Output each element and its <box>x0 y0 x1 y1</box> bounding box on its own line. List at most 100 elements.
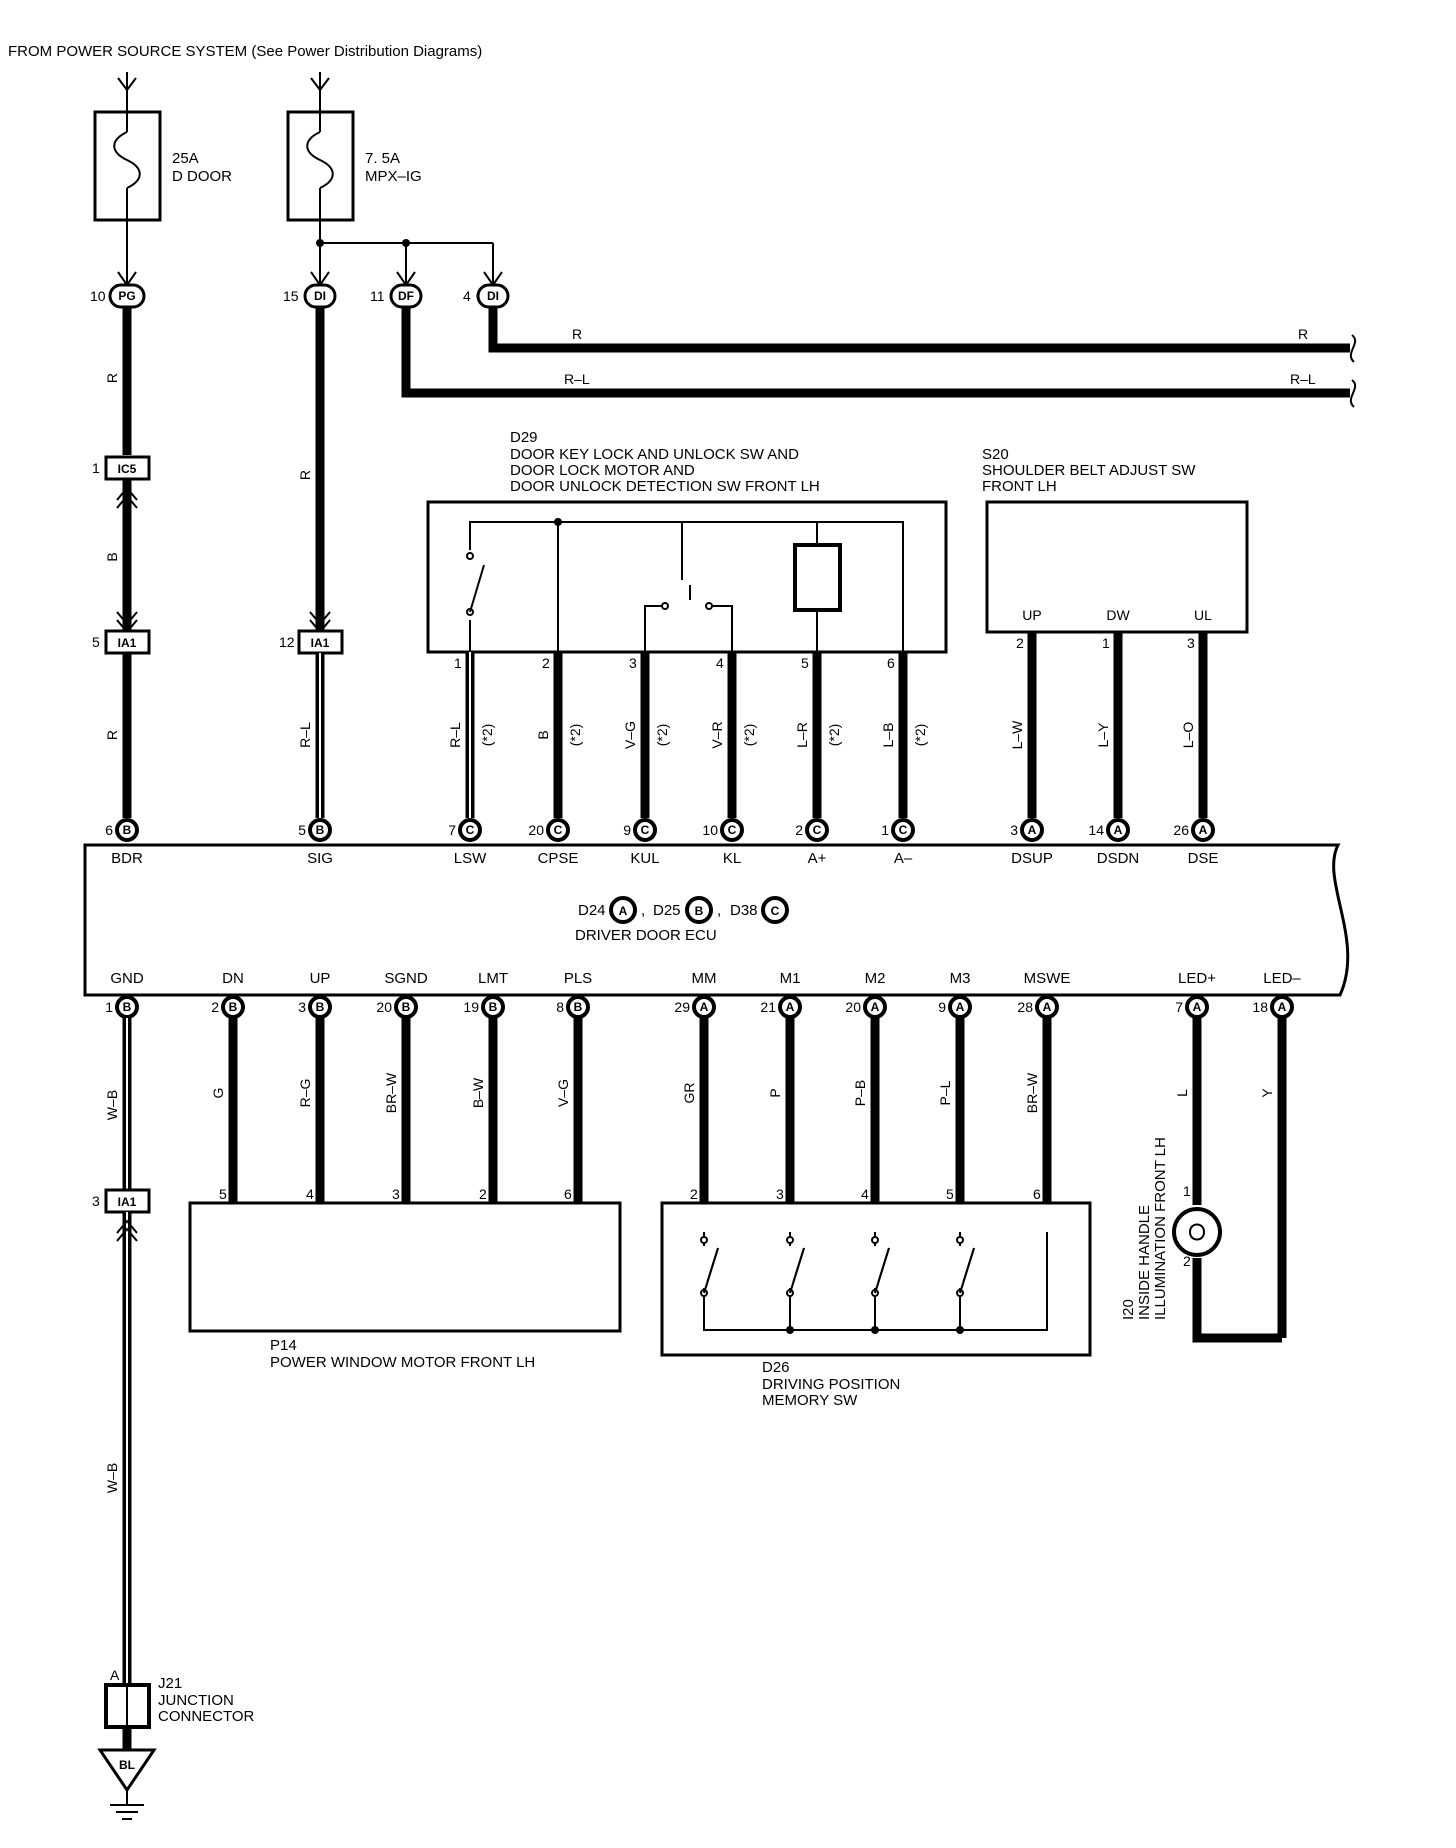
p14-pin: 2 <box>479 1186 487 1202</box>
bus-wire-label: R <box>572 326 582 342</box>
pin-number: 8 <box>556 999 564 1015</box>
d29-box <box>426 500 948 654</box>
ecu-terminal: LMT <box>478 970 508 987</box>
d26-pin: 5 <box>946 1186 954 1202</box>
s20-terminal: UP <box>1022 607 1041 623</box>
pin-letter: B <box>123 823 132 837</box>
wire-color: B–W <box>470 1077 486 1108</box>
bulb-icon <box>1172 1207 1222 1257</box>
d26-code: D26 <box>762 1359 790 1376</box>
pin-circle <box>633 818 657 842</box>
fuse-7-5a-mpx-ig: 7. 5A MPX–IG <box>286 72 422 222</box>
wire-note: (*2) <box>912 724 928 747</box>
pin-letter: A <box>1028 823 1037 837</box>
pin-number: 1 <box>105 999 113 1015</box>
ecu-terminal: DN <box>222 970 244 987</box>
p14-code: P14 <box>270 1337 297 1354</box>
inline-connector-ia1-5: 5 IA1 <box>92 629 151 655</box>
i20-line: ILLUMINATION FRONT LH <box>1152 1137 1169 1320</box>
pin-number: 3 <box>1010 822 1018 838</box>
ecu-terminal: KL <box>723 850 741 867</box>
pin-number: 29 <box>674 999 690 1015</box>
pin-number: 28 <box>1017 999 1033 1015</box>
connector-df-11: 11 DF <box>370 283 423 309</box>
j21-line: CONNECTOR <box>158 1708 255 1725</box>
ecu-terminal: M1 <box>780 970 801 987</box>
ecu-terminal: LSW <box>454 850 487 867</box>
ecu-conn-label: D24 <box>578 902 606 919</box>
ecu-terminal: MSWE <box>1024 970 1071 987</box>
s20-pin: 2 <box>1016 635 1024 651</box>
d29-line: DOOR UNLOCK DETECTION SW FRONT LH <box>510 478 820 495</box>
p14-pin: 6 <box>564 1186 572 1202</box>
ecu-terminal: SIG <box>307 850 333 867</box>
pin-letter: B <box>402 1000 411 1014</box>
wire-note: (*2) <box>741 724 757 747</box>
pin-letter: B <box>229 1000 238 1014</box>
wire-color: P <box>767 1088 783 1097</box>
pin-circle <box>948 995 972 1019</box>
pin-letter: B <box>316 1000 325 1014</box>
pin-circle <box>115 995 139 1019</box>
connector-pin: 11 <box>370 288 385 304</box>
ecu-terminal: KUL <box>630 850 659 867</box>
wire-color: BR–W <box>1024 1072 1040 1113</box>
pin-letter: C <box>813 823 822 837</box>
wire-note: (*2) <box>479 724 495 747</box>
wire-color: GR <box>681 1083 697 1104</box>
j21-code: J21 <box>158 1675 182 1692</box>
pin-letter: B <box>574 1000 583 1014</box>
wire-color: R <box>104 373 120 383</box>
d29-line: DOOR LOCK MOTOR AND <box>510 462 695 479</box>
pin-letter: C <box>728 823 737 837</box>
pin-number: 19 <box>463 999 479 1015</box>
pin-number: 14 <box>1088 822 1104 838</box>
i20-pin: 2 <box>1183 1253 1191 1269</box>
pin-circle <box>546 818 570 842</box>
d29-code: D29 <box>510 429 538 446</box>
ecu-conn-label: D38 <box>730 902 758 919</box>
wire-color: V–G <box>622 721 638 749</box>
pin-letter: A <box>786 1000 795 1014</box>
d26-pin: 2 <box>690 1186 698 1202</box>
pin-number: 9 <box>938 999 946 1015</box>
source-title: FROM POWER SOURCE SYSTEM (See Power Dist… <box>8 43 482 60</box>
pin-number: 18 <box>1252 999 1268 1015</box>
d26-switches <box>700 1232 1048 1334</box>
fuse-rating: 7. 5A <box>365 150 400 167</box>
bus-wire-label: R–L <box>1290 371 1316 387</box>
wire-color: L–B <box>880 723 896 748</box>
ecu-terminal: LED– <box>1263 970 1301 987</box>
ecu-terminal: CPSE <box>538 850 579 867</box>
connector-code: IA1 <box>118 1195 137 1209</box>
i20-illumination: 1 2 I20 INSIDE HANDLE ILLUMINATION FRONT… <box>1120 1018 1287 1343</box>
ecu-terminal: DSDN <box>1097 850 1140 867</box>
s20-code: S20 <box>982 446 1009 463</box>
connector-code: PG <box>118 289 135 303</box>
j21-line: JUNCTION <box>158 1692 234 1709</box>
pin-circle <box>308 995 332 1019</box>
i20-line: INSIDE HANDLE <box>1136 1205 1153 1320</box>
wire-color: B <box>535 730 551 739</box>
ecu-terminal: LED+ <box>1178 970 1216 987</box>
wire-color: V–R <box>709 721 725 748</box>
pin-number: 7 <box>1175 999 1183 1015</box>
wire-color: P–B <box>852 1080 868 1106</box>
pin-circle <box>481 995 505 1019</box>
pin-letter: A <box>1193 1000 1202 1014</box>
inline-connector-ia1-12: 12 IA1 <box>279 629 344 655</box>
wire-color: R–L <box>447 722 463 748</box>
pin-letter: C <box>554 823 563 837</box>
pin-letter: B <box>489 1000 498 1014</box>
s20-terminal: UL <box>1194 607 1212 623</box>
pin-number: 1 <box>881 822 889 838</box>
pin-letter: A <box>1199 823 1208 837</box>
ecu-terminal: BDR <box>111 850 143 867</box>
p14-box <box>188 1201 622 1333</box>
s20-line: FRONT LH <box>982 478 1057 495</box>
wire-color: L–R <box>794 722 810 748</box>
pin-letter: A <box>1043 1000 1052 1014</box>
wire-color: L–Y <box>1095 722 1111 748</box>
